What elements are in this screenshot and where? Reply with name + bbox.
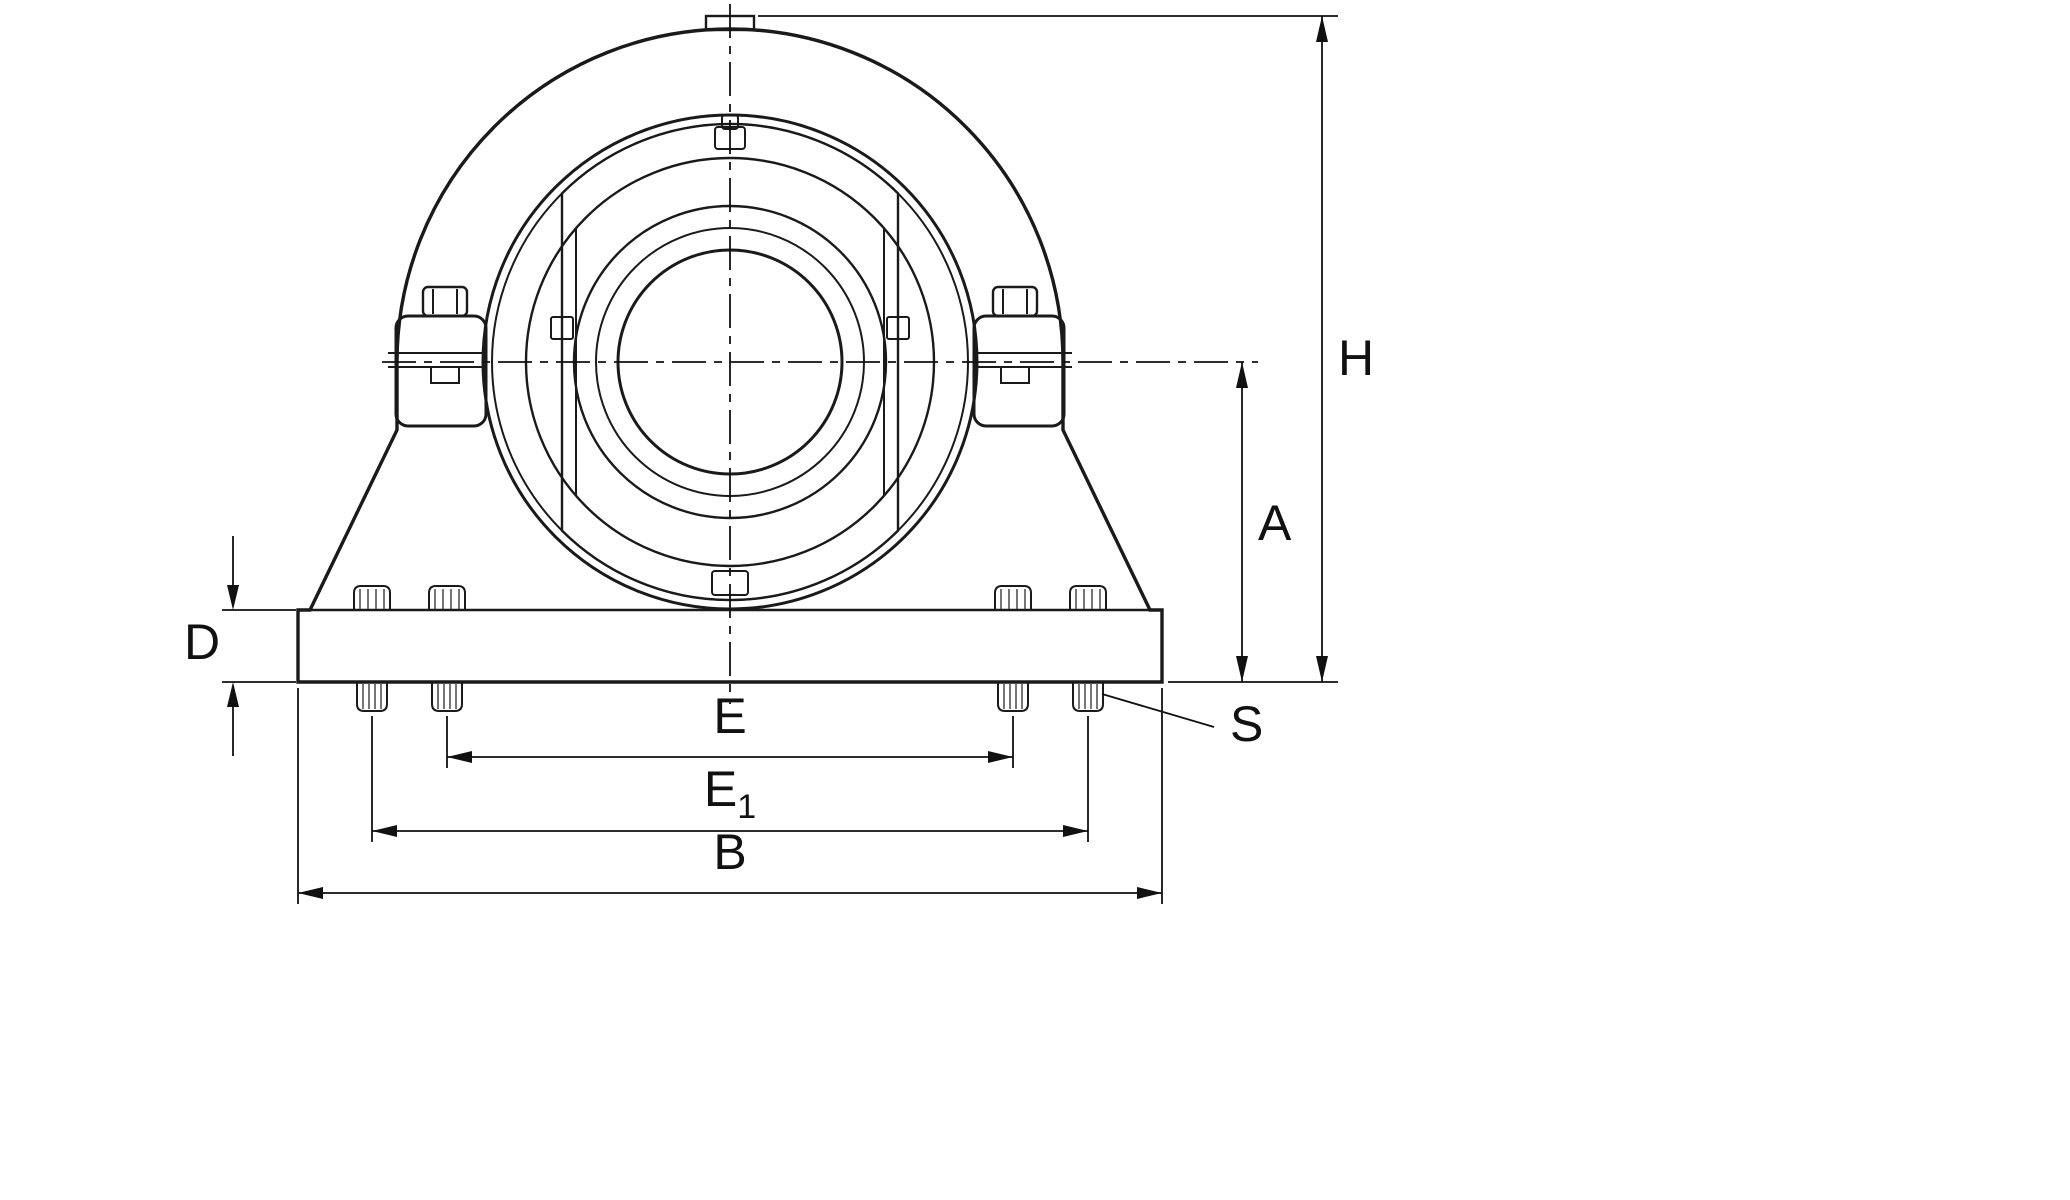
arrow-e1-right [1063,825,1088,837]
arrow-b-left [298,887,323,899]
dim-label-h: H [1338,330,1374,386]
bolt-bottom-2 [431,681,463,712]
dim-label-b: B [713,824,746,880]
dimension-d: D [184,536,296,756]
dimension-e: E [446,688,1014,768]
stud-top-1 [353,585,391,611]
dimension-e1: E1 [371,716,1089,842]
arrow-a-bottom [1236,656,1248,682]
locating-pin-left [550,316,574,340]
arrow-e1-left [372,825,397,837]
dimension-h: H [758,15,1374,683]
cap-bolt-right [991,285,1039,318]
stud-top-2 [428,585,466,611]
housing-body [296,27,1164,684]
callout-label-s: S [1230,696,1263,752]
dim-label-e: E [713,688,746,744]
locating-pin-right [886,316,910,340]
arrow-d-top [227,585,239,610]
dimension-b: B [297,688,1163,904]
dim-label-d: D [184,614,220,670]
leader-line-s [1101,693,1215,728]
callout-s: S [1101,693,1263,752]
stud-top-4 [1069,585,1107,611]
lug-washer-left [430,366,460,384]
arrow-e-left [447,751,472,763]
bolt-bottom-4 [1072,681,1104,712]
arrow-d-bottom [227,682,239,707]
dimension-a: A [1236,362,1292,682]
cap-bolt-left [421,285,469,318]
lug-washer-right [1000,366,1030,384]
bolt-bottom-1 [356,681,388,712]
arrow-h-bottom [1316,656,1328,682]
bolt-bottom-3 [997,681,1029,712]
arrow-a-top [1236,362,1248,388]
dim-label-e1: E1 [704,761,756,826]
stud-top-3 [994,585,1032,611]
bearing-cartridge-barrel [560,122,900,602]
arrow-e-right [988,751,1013,763]
arrow-h-top [1316,16,1328,42]
arrow-b-right [1137,887,1162,899]
dim-label-a: A [1258,495,1292,551]
